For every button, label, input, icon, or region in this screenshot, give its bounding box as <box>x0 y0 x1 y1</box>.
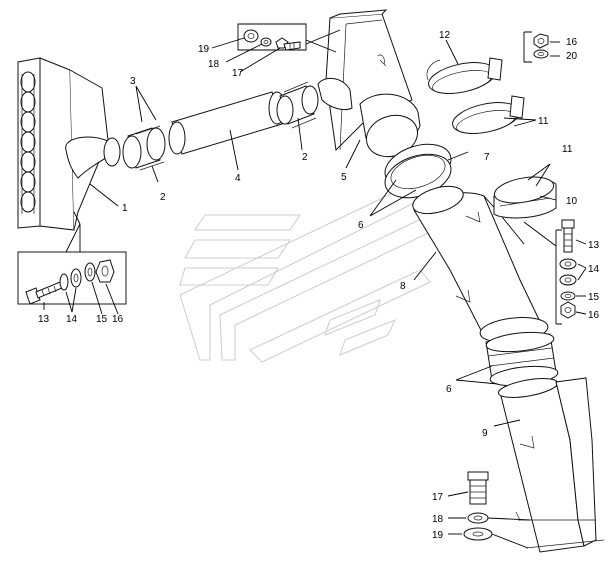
intake-housing-part-5 <box>317 9 421 158</box>
washer-19-top <box>243 29 259 43</box>
fastener-detail-top <box>237 23 341 53</box>
washer-14-left <box>59 268 82 291</box>
label-part-6-lower: 6 <box>446 384 452 395</box>
coupling-part-2-left <box>122 125 166 171</box>
label-part-20: 20 <box>566 51 578 62</box>
label-part-19-bottom: 19 <box>432 530 444 541</box>
label-part-10: 10 <box>566 196 578 207</box>
label-part-1: 1 <box>122 203 128 214</box>
label-part-15-left: 15 <box>96 314 108 325</box>
washer-19-bottom <box>463 527 493 541</box>
nut-16-top-right <box>533 33 549 49</box>
label-part-15-right: 15 <box>588 292 600 303</box>
label-part-19-top: 19 <box>198 44 210 55</box>
leader-lines <box>43 37 587 535</box>
label-part-7: 7 <box>484 152 490 163</box>
label-part-9: 9 <box>482 428 488 439</box>
part-labels: 1 2 2 3 4 5 6 6 7 8 9 10 11 11 12 13 13 … <box>38 30 600 541</box>
nut-16-right <box>560 301 576 319</box>
label-part-12: 12 <box>439 30 451 41</box>
clamp-ring-part-7 <box>384 143 452 199</box>
label-part-17-top: 17 <box>232 68 244 79</box>
manifold-part-1 <box>17 57 121 231</box>
label-part-11-upper: 11 <box>538 116 549 127</box>
label-part-6-upper: 6 <box>358 220 364 231</box>
clamp-part-12 <box>426 57 503 94</box>
coupling-part-2-right <box>276 81 319 129</box>
label-part-16-top-right: 16 <box>566 37 578 48</box>
clamp-part-11 <box>452 95 525 134</box>
bolt-17-top <box>275 37 301 51</box>
label-part-11-lower: 11 <box>562 144 573 155</box>
label-part-13-right: 13 <box>588 240 600 251</box>
nut-16-left <box>95 259 115 283</box>
label-part-14-left: 14 <box>66 314 78 325</box>
label-part-2-right: 2 <box>302 152 308 163</box>
bolt-17-bottom <box>467 471 489 505</box>
lock-washer-18-bottom <box>467 512 489 524</box>
fastener-detail-top-right <box>523 31 549 63</box>
label-part-5: 5 <box>341 172 347 183</box>
lock-washer-18-top <box>260 37 272 47</box>
elbow-duct-part-9 <box>497 377 605 553</box>
label-part-16-right: 16 <box>588 310 600 321</box>
label-part-13-left: 13 <box>38 314 50 325</box>
label-part-18-bottom: 18 <box>432 514 444 525</box>
bolt-13-right <box>561 219 575 253</box>
bolt-13-left <box>25 281 63 305</box>
label-part-3: 3 <box>130 76 136 87</box>
fastener-detail-left <box>17 223 127 305</box>
label-part-18-top: 18 <box>208 59 220 70</box>
fastener-detail-right <box>523 219 577 325</box>
label-part-2-left: 2 <box>160 192 166 203</box>
label-part-14-right: 14 <box>588 264 600 275</box>
manifold-fins <box>20 71 36 214</box>
label-part-16-left: 16 <box>112 314 124 325</box>
washer-20 <box>533 49 549 59</box>
watermark-logo <box>179 179 446 363</box>
pipe-part-4 <box>168 91 286 155</box>
label-part-17-bottom: 17 <box>432 492 444 503</box>
flange-part-10 <box>493 176 557 219</box>
label-part-8: 8 <box>400 281 406 292</box>
fastener-detail-bottom <box>463 471 531 549</box>
label-part-4: 4 <box>235 173 241 184</box>
washer-14-right <box>559 258 577 286</box>
lock-washer-15-left <box>84 262 96 282</box>
lock-washer-15-right <box>560 291 576 301</box>
